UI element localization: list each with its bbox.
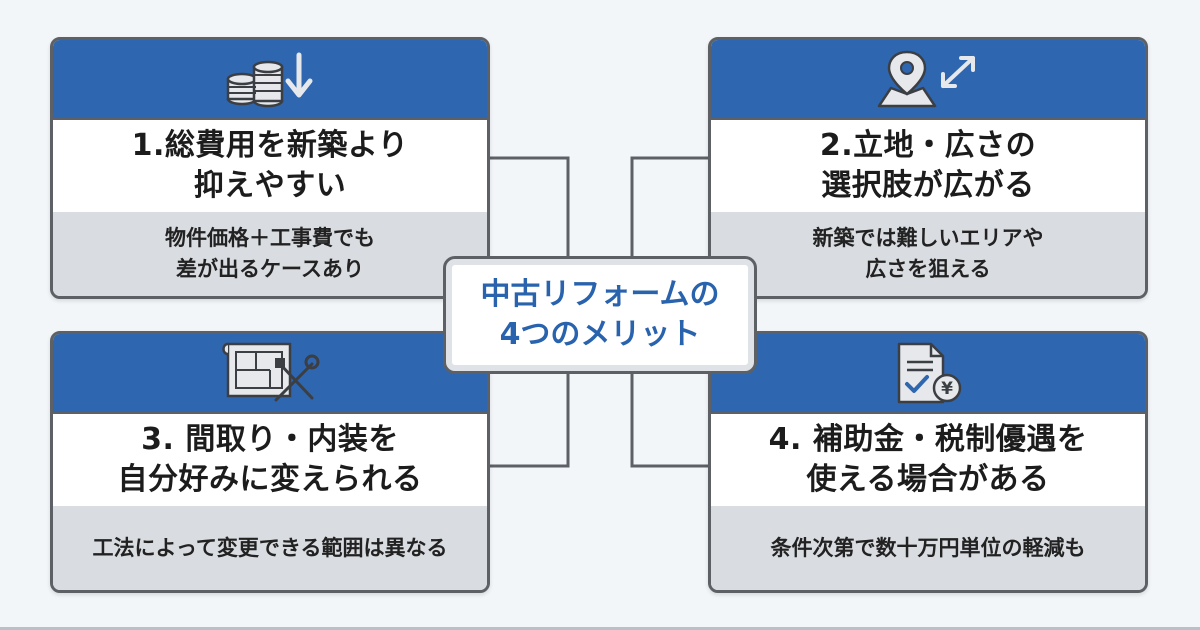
document-yen-icon: ¥ [883,340,973,406]
center-title-line: 4つのメリット [499,317,701,352]
merit-card-subsidy: ¥ 4. 補助金・税制優遇を 使える場合がある 条件次第で数十万円単位の軽減も [708,331,1148,593]
card-desc-line: 物件価格＋工事費でも [165,226,375,250]
center-title-line: 中古リフォームの [480,277,720,312]
card-desc-line: 差が出るケースあり [176,257,364,281]
card-header: ¥ [711,334,1145,414]
card-title-line: 3. 間取り・内装を [141,422,399,457]
card-description: 新築では難しいエリアや 広さを狙える [711,212,1145,296]
map-pin-expand-icon [873,48,983,110]
card-description: 条件次第で数十万円単位の軽減も [711,506,1145,590]
card-header [53,40,487,120]
card-description: 物件価格＋工事費でも 差が出るケースあり [53,212,487,296]
card-desc-line: 広さを狙える [865,257,991,281]
card-title: 4. 補助金・税制優遇を 使える場合がある [711,414,1145,506]
merit-card-cost: 1.総費用を新築より 抑えやすい 物件価格＋工事費でも 差が出るケースあり [50,37,490,299]
card-title-line: 使える場合がある [806,462,1050,497]
card-title-line: 自分好みに変えられる [117,462,423,497]
card-desc-line: 新築では難しいエリアや [812,226,1044,250]
card-header [711,40,1145,120]
card-desc-line: 工法によって変更できる範囲は異なる [92,535,448,560]
card-title: 2.立地・広さの 選択肢が広がる [711,120,1145,212]
svg-text:¥: ¥ [941,379,953,399]
center-title-box: 中古リフォームの 4つのメリット [443,256,757,374]
card-header [53,334,487,414]
coins-down-arrow-icon [220,49,320,109]
card-title: 1.総費用を新築より 抑えやすい [53,120,487,212]
card-title-line: 選択肢が広がる [821,168,1035,203]
merit-card-location: 2.立地・広さの 選択肢が広がる 新築では難しいエリアや 広さを狙える [708,37,1148,299]
bottom-divider [0,627,1200,630]
card-description: 工法によって変更できる範囲は異なる [53,506,487,590]
card-title-line: 4. 補助金・税制優遇を [768,422,1088,457]
card-title-line: 2.立地・広さの [819,128,1037,163]
card-title: 3. 間取り・内装を 自分好みに変えられる [53,414,487,506]
card-desc-line: 条件次第で数十万円単位の軽減も [770,535,1086,560]
card-title-line: 1.総費用を新築より [131,128,409,163]
card-title-line: 抑えやすい [193,168,347,203]
merit-card-layout: 3. 間取り・内装を 自分好みに変えられる 工法によって変更できる範囲は異なる [50,331,490,593]
blueprint-tools-icon [220,340,320,406]
